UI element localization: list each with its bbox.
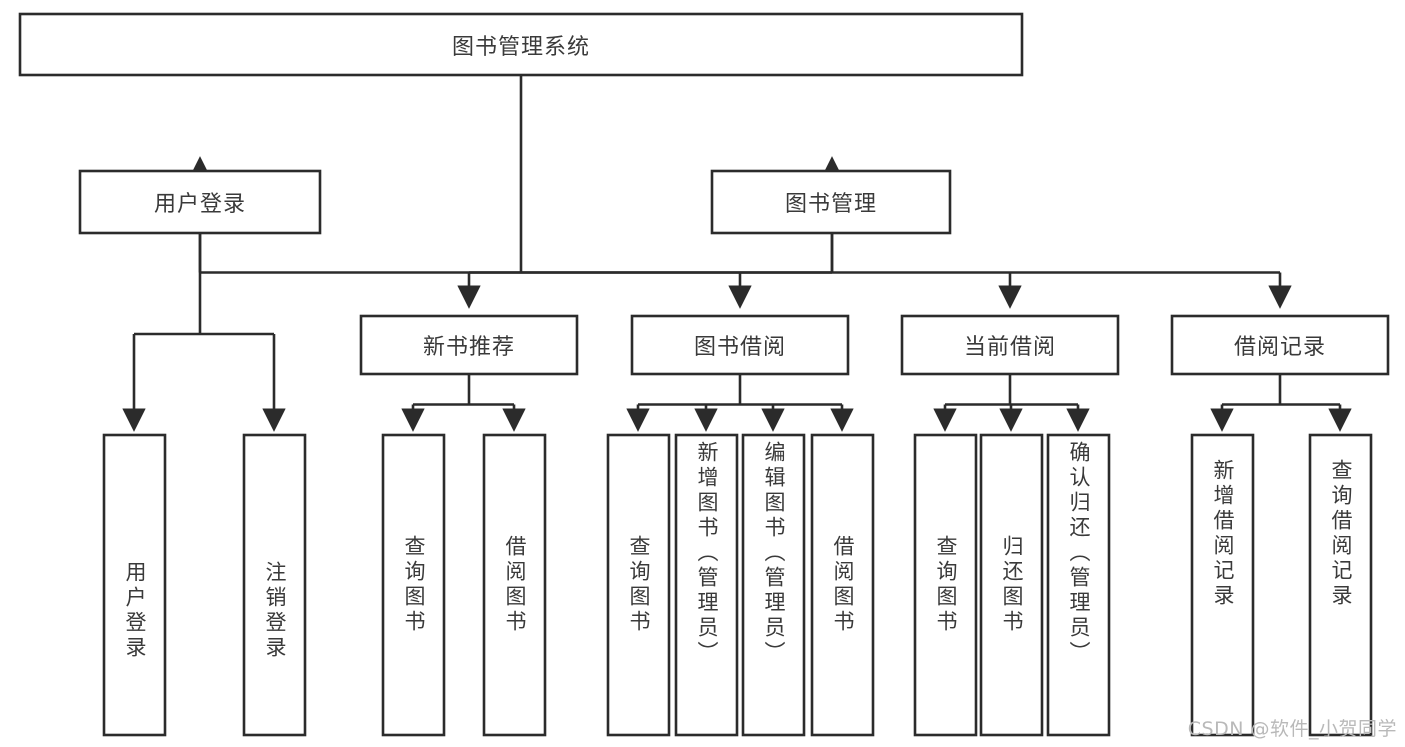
connector-group-book-manage [457, 233, 1292, 309]
watermark-text: CSDN @软件_小贺同学 [1187, 718, 1397, 740]
node-box-leaf-query-book-1[interactable] [381, 433, 446, 737]
node-box-leaf-return-book[interactable] [979, 433, 1044, 737]
node-box-leaf-edit-book[interactable] [741, 433, 806, 737]
node-box-leaf-user-logout[interactable] [242, 433, 307, 737]
node-box-book-manage[interactable] [710, 169, 952, 235]
connector-group-borrow-record [1210, 374, 1352, 432]
node-box-leaf-query-record[interactable] [1308, 433, 1373, 737]
node-box-leaf-add-book[interactable] [674, 433, 739, 737]
node-box-new-book-recommend[interactable] [359, 314, 579, 376]
connector-group-user-login [122, 233, 286, 432]
node-box-leaf-query-book-3[interactable] [913, 433, 978, 737]
node-box-borrow-record[interactable] [1170, 314, 1390, 376]
node-box-leaf-confirm-return[interactable] [1046, 433, 1111, 737]
node-box-root[interactable] [18, 12, 1024, 77]
connector-group-new-book-recommend [401, 374, 526, 432]
node-box-leaf-borrow-book-1[interactable] [482, 433, 547, 737]
node-box-leaf-user-login[interactable] [102, 433, 167, 737]
node-box-current-borrow[interactable] [900, 314, 1120, 376]
node-box-leaf-borrow-book-2[interactable] [810, 433, 875, 737]
connector-group-current-borrow [933, 374, 1090, 432]
node-box-leaf-add-record[interactable] [1190, 433, 1255, 737]
node-box-leaf-query-book-2[interactable] [606, 433, 671, 737]
node-box-user-login[interactable] [78, 169, 322, 235]
connector-group-book-borrow [626, 374, 854, 432]
node-box-book-borrow[interactable] [630, 314, 850, 376]
